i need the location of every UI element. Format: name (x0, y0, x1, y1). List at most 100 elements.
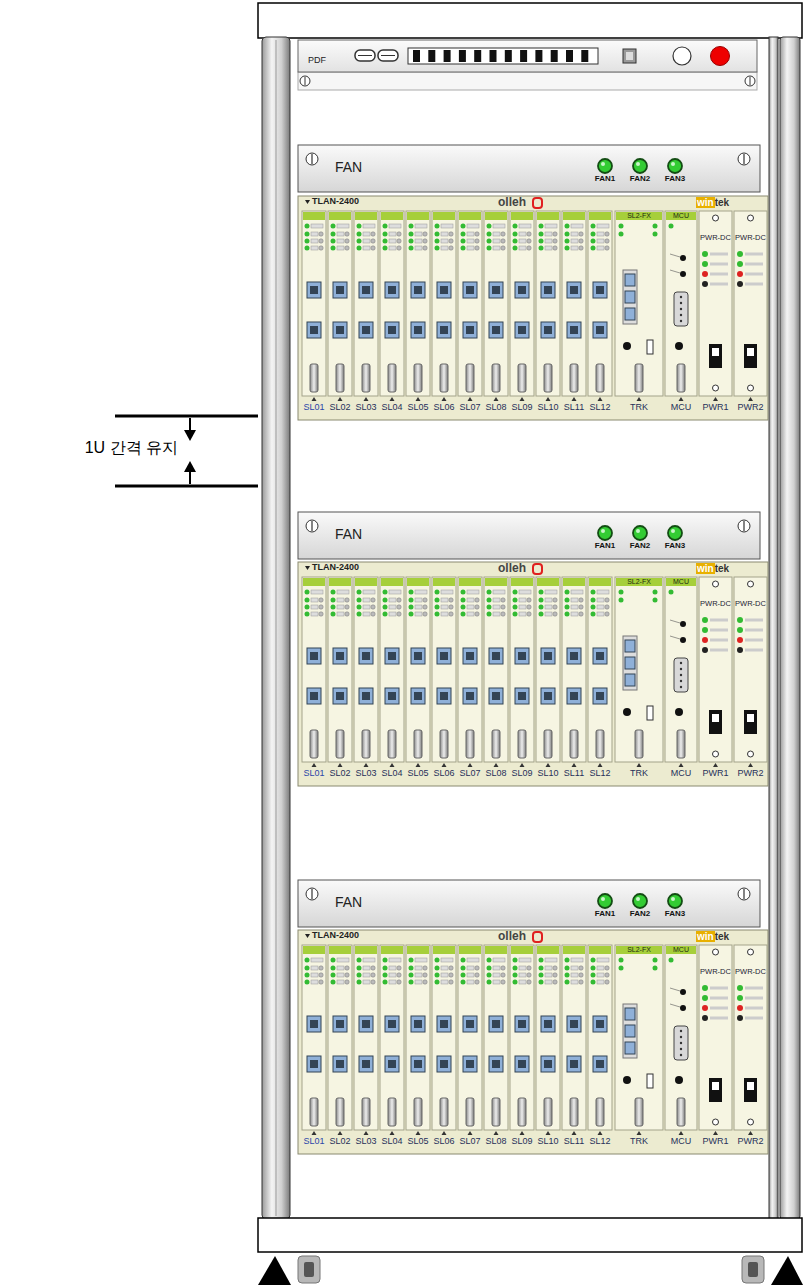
control-button (680, 255, 686, 261)
shelf-chassis (298, 562, 768, 786)
status-led (383, 239, 388, 244)
status-led (357, 612, 362, 617)
port-opening (570, 326, 578, 334)
status-led (435, 598, 440, 603)
port-opening (310, 692, 318, 700)
fan-led (633, 526, 647, 540)
optical-port (489, 1056, 503, 1072)
outlet (444, 50, 451, 62)
status-led (357, 590, 362, 595)
status-led (702, 281, 708, 287)
led-tag (745, 263, 763, 266)
led-tag (389, 598, 396, 602)
slot-label: SL06 (433, 769, 454, 779)
status-led (579, 605, 583, 609)
status-led (539, 980, 544, 985)
card-ejector (492, 364, 500, 392)
card-header (563, 212, 585, 220)
optical-port (437, 1016, 451, 1032)
status-led (579, 980, 583, 984)
status-led (605, 966, 609, 970)
led-glint (601, 897, 605, 901)
brand-logo: olleh (498, 930, 526, 943)
status-led (591, 598, 596, 603)
status-led (591, 246, 596, 251)
status-led (345, 232, 349, 236)
screw-slot (750, 77, 751, 85)
led-tag (363, 958, 375, 962)
led-tag (545, 232, 552, 236)
status-led (591, 590, 596, 595)
status-led (539, 973, 544, 978)
status-led (591, 980, 596, 985)
status-led (513, 605, 518, 610)
line-card (406, 211, 430, 396)
status-led (539, 232, 544, 237)
status-led (513, 973, 518, 978)
status-led (539, 966, 544, 971)
slot-marker (494, 397, 499, 401)
breaker-switch (378, 50, 398, 61)
led-tag (311, 239, 318, 243)
card-ejector (466, 1098, 474, 1126)
power-switch (709, 710, 722, 734)
status-led (357, 958, 362, 963)
card-header (666, 212, 696, 220)
led-tag (467, 980, 474, 984)
status-led (619, 598, 624, 603)
led-tag (545, 224, 557, 228)
status-led (331, 239, 336, 244)
led-label: FAN3 (665, 542, 685, 551)
led-tag (389, 590, 401, 594)
card-ejector (570, 730, 578, 758)
led-tag (389, 966, 396, 970)
status-led (527, 232, 531, 236)
card-name: SL2-FX (627, 578, 651, 586)
status-led (449, 980, 453, 984)
status-led (702, 995, 708, 1001)
port-opening (388, 1060, 396, 1068)
led-tag (519, 980, 526, 984)
status-led (397, 966, 401, 970)
card-name: MCU (673, 212, 689, 220)
led-tag (545, 973, 552, 977)
card-ejector (518, 364, 526, 392)
panel-screw (306, 153, 318, 165)
power-card (699, 945, 732, 1130)
slot-marker (572, 763, 577, 767)
port-opening (466, 692, 474, 700)
optical-port (463, 688, 477, 704)
slot-label: SL01 (303, 1137, 324, 1147)
optical-port (567, 282, 581, 298)
led-tag (467, 232, 474, 236)
optical-port (515, 1056, 529, 1072)
status-led (565, 239, 570, 244)
led-tag (415, 590, 427, 594)
slot-label: PWR2 (737, 403, 763, 413)
led-tag (441, 605, 448, 609)
led-tag (519, 239, 526, 243)
control-button (680, 989, 686, 995)
slot-label: SL01 (303, 403, 324, 413)
slot-marker (520, 1131, 525, 1135)
led-tag (493, 973, 500, 977)
led-tag (710, 1017, 728, 1020)
led-tag (415, 246, 422, 250)
status-led (702, 261, 708, 267)
led-tag (571, 605, 578, 609)
status-led (702, 985, 708, 991)
status-led (475, 973, 479, 977)
status-led (397, 239, 401, 243)
slot-marker (312, 1131, 317, 1135)
led-tag (441, 246, 448, 250)
card-header (459, 578, 481, 586)
optical-port (411, 1056, 425, 1072)
led-tag (545, 605, 552, 609)
led-tag (415, 612, 422, 616)
power-card (734, 577, 767, 762)
slot-marker (468, 1131, 473, 1135)
status-led (513, 224, 518, 229)
serial-connector (674, 292, 688, 326)
port-opening (544, 326, 552, 334)
line-card (354, 577, 378, 762)
